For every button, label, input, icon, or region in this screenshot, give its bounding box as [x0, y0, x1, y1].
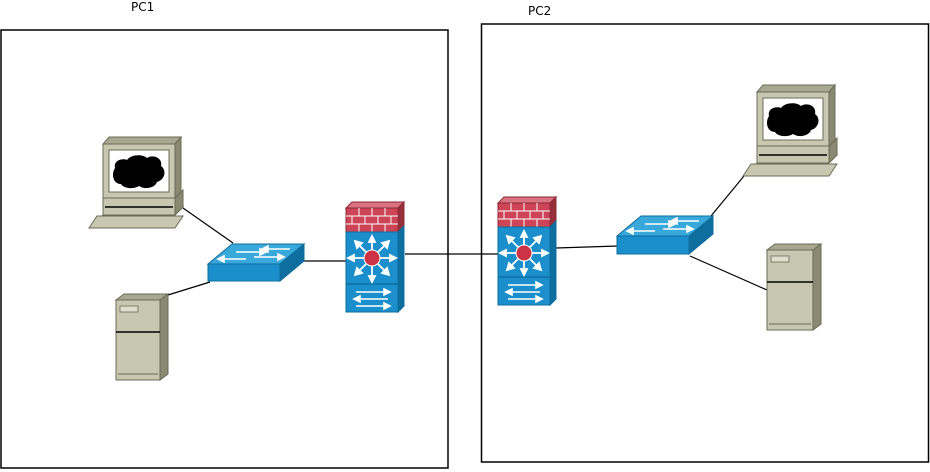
link-pc2-switch-server [689, 255, 768, 291]
tower-server-icon [765, 243, 823, 331]
desktop-computer-icon [88, 135, 185, 229]
tower-server-icon [114, 293, 170, 381]
link-pc1-server-switch [167, 281, 211, 296]
zone-box-pc1 [0, 29, 449, 469]
zone-label-pc2: PC2 [528, 4, 552, 18]
zone-box-pc2 [480, 23, 930, 463]
network-switch-icon [206, 242, 306, 283]
network-switch-icon [615, 214, 715, 256]
link-pc1-workstation-switch [182, 207, 234, 244]
links [167, 175, 768, 296]
firewall-multilayer-switch-icon [344, 200, 406, 314]
desktop-computer-icon [742, 83, 839, 177]
firewall-multilayer-switch-icon [496, 195, 558, 307]
zone-label-pc1: PC1 [131, 0, 155, 14]
link-pc2-firewall-switch [555, 245, 619, 249]
link-pc2-switch-workstation [710, 175, 745, 217]
